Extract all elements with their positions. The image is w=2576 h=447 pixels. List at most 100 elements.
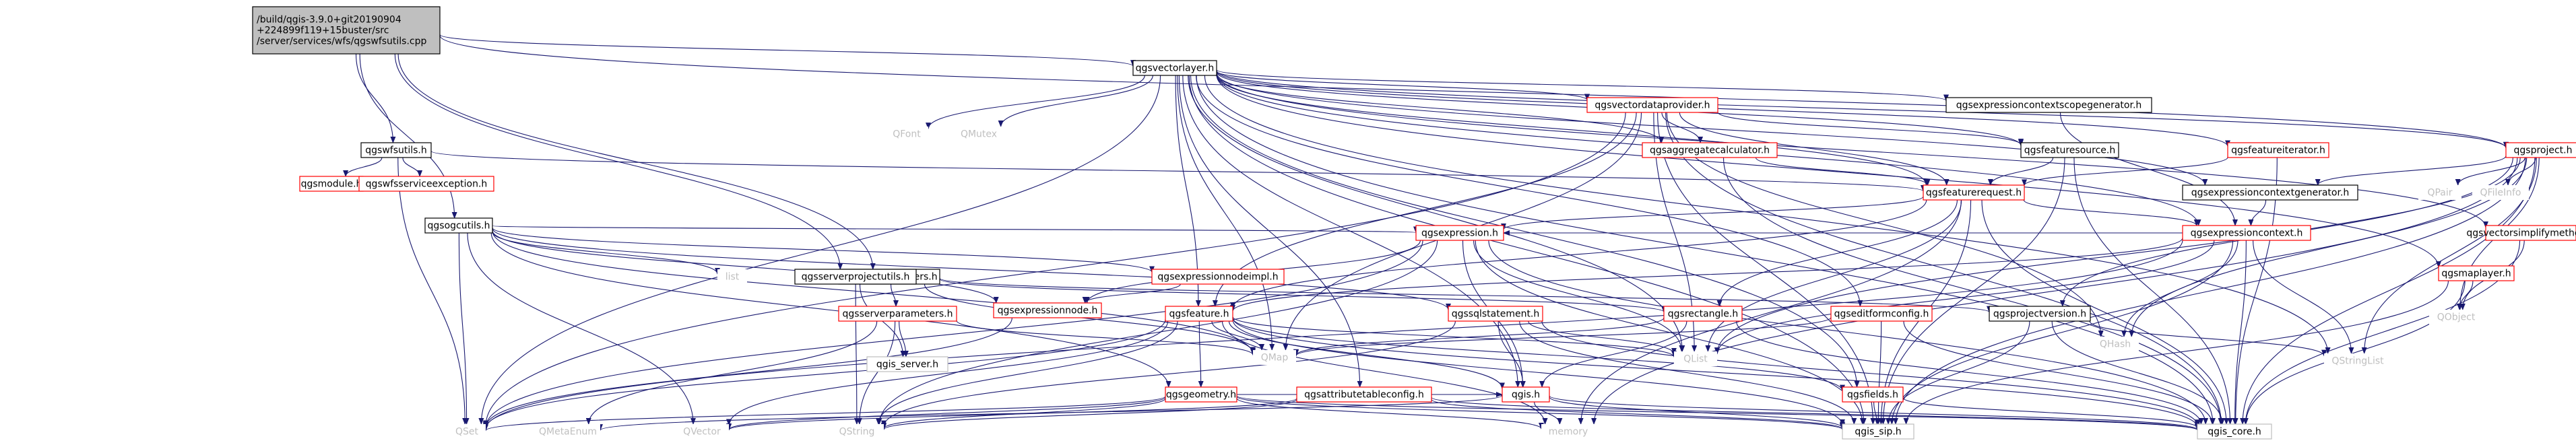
node-label-qgsogcutils: qgsogcutils.h (428, 220, 490, 231)
node-qgswfsserviceexception[interactable]: qgswfsserviceexception.h (358, 176, 494, 192)
node-label-qgsgeometry: qgsgeometry.h (1166, 389, 1236, 400)
edge-qgsproject-to-qgsexpressioncontextgenerator (2315, 156, 2507, 186)
node-label-qmap: QMap (1261, 352, 1289, 363)
edge-qgsfeaturerequest-to-qgsexpression (1501, 196, 1924, 230)
node-qgsfeaturesource[interactable]: qgsfeaturesource.h (2020, 142, 2119, 158)
edge-qgswfsutils-to-qgsfeaturerequest (430, 150, 1926, 192)
edge-qgsfeature-to-qstring (875, 320, 1178, 425)
node-qgsmodule[interactable]: qgsmodule.h (299, 176, 364, 192)
edge-qgsrectangle-to-qmap (1293, 317, 1665, 356)
node-box-qgis-server (866, 356, 948, 372)
node-qgsexpressioncontext[interactable]: qgsexpressioncontext.h (2182, 225, 2311, 241)
node-box-qgsexpressioncontextgenerator (2182, 184, 2358, 201)
node-label-qgsfeatureiterator: qgsfeatureiterator.h (2231, 145, 2325, 156)
node-box-qgsfeature (1165, 306, 1233, 322)
node-label-qfont: QFont (893, 129, 921, 139)
node-label-qgsvectorsimplifymethod: qgsvectorsimplifymethod.h (2466, 228, 2576, 238)
node-qgsfeaturerequest[interactable]: qgsfeaturerequest.h (1923, 184, 2025, 201)
edge-qgsvectorlayer-to-qlist (1188, 75, 1685, 352)
node-qgsprojectversion[interactable]: qgsprojectversion.h (1989, 306, 2091, 322)
node-box-qgsogcutils (424, 217, 493, 234)
edge-qgsfeaturesource-to-qgsfeaturerequest (1987, 157, 2054, 186)
node-label-qgsexpressioncontextgenerator: qgsexpressioncontextgenerator.h (2191, 187, 2350, 198)
node-qgsmaplayer[interactable]: qgsmaplayer.h (2438, 265, 2515, 281)
node-qobject: QObject (2429, 310, 2483, 324)
node-qgsfeature[interactable]: qgsfeature.h (1165, 306, 1233, 322)
edge-qgsfeature-to-qgsgeometry (1198, 320, 1204, 388)
node-box-qgsfields (1842, 386, 1904, 403)
node-label-qgsexpressionnode: qgsexpressionnode.h (998, 305, 1098, 316)
node-qgis-server: qgis_server.h (866, 356, 948, 372)
edge-qgsattributetableconfig-to-qgis-core (1431, 397, 2200, 431)
node-box-qgsmaplayer (2438, 265, 2515, 281)
node-qgssqlstatement[interactable]: qgssqlstatement.h (1448, 306, 1543, 322)
edge-qgsattributetableconfig-to-qstring (881, 399, 1297, 431)
node-qgsexpression[interactable]: qgsexpression.h (1415, 225, 1504, 241)
edge-qgsserverprojectutils-to-qstring (854, 283, 860, 425)
edge-qgsexpressioncontextgenerator-to-qgsexpressioncontext (2248, 199, 2267, 226)
edge-qgsmaplayer-to-qgis-sip (1903, 280, 2449, 425)
edge-qgsgeometry-to-qgis-core (1236, 395, 2200, 432)
node-box-qgis-core (2197, 423, 2272, 440)
edge-root-to-qgsproject (439, 35, 2509, 149)
edge-qgssqlstatement-to-qgis (1498, 320, 1526, 388)
node-qgsgeometry[interactable]: qgsgeometry.h (1165, 386, 1237, 403)
node-label-qgsfeaturerequest: qgsfeaturerequest.h (1926, 187, 2022, 198)
node-qgsserverparameters[interactable]: qgsserverparameters.h (838, 306, 957, 322)
edge-qgsexpressionnodeimpl-to-qgsexpressionnode (1082, 283, 1181, 304)
node-box-qgsattributetableconfig (1296, 386, 1432, 403)
node-qgis[interactable]: qgis.h (1502, 386, 1550, 403)
node-qgsfields[interactable]: qgsfields.h (1842, 386, 1904, 403)
edge-qgsfeature-to-qgis-core (1232, 317, 2200, 428)
node-label-qgseditformconfig: qgseditformconfig.h (1834, 308, 1929, 319)
edge-qgsprojectversion-to-qgis-sip (1886, 320, 2030, 425)
node-qfile-info: QFileInfo (2472, 185, 2529, 200)
node-label-qgsvectordataprovider: qgsvectordataprovider.h (1595, 100, 1710, 110)
node-qgswfsutils[interactable]: qgswfsutils.h (360, 142, 432, 158)
node-box-qgsserverparameters (838, 306, 957, 322)
node-box-qgsfeaturesource (2020, 142, 2119, 158)
edge-qgswfsutils-to-qgswfsserviceexception (402, 157, 423, 177)
node-qgsvectorsimplifymethod[interactable]: qgsvectorsimplifymethod.h (2466, 225, 2576, 241)
node-box-qmutex (955, 127, 1002, 141)
node-label-qgsattributetableconfig: qgsattributetableconfig.h (1304, 389, 1424, 400)
node-qgsaggregatecalculator[interactable]: qgsaggregatecalculator.h (1642, 142, 1778, 158)
node-box-qvector (675, 424, 729, 439)
edge-qgsexpression-to-qstring (876, 240, 1438, 425)
node-qgsexpressionnode[interactable]: qgsexpressionnode.h (993, 302, 1102, 318)
node-qgseditformconfig[interactable]: qgseditformconfig.h (1830, 306, 1933, 322)
edge-qgsgeometry-to-qset (483, 396, 1166, 432)
edge-qgsvectorlayer-to-qstring-list (1204, 75, 2331, 354)
edge-qgsvectorlayer-to-qgsfeatureiterator (1216, 71, 2230, 147)
nodes-layer: /build/qgis-3.9.0+git20190904+224899f119… (252, 6, 2576, 440)
node-box-qgsexpressioncontext (2182, 225, 2311, 241)
edge-qgsserverparameters-to-qstring (856, 320, 896, 425)
node-qgsogcutils[interactable]: qgsogcutils.h (424, 217, 493, 234)
edge-qgsvectorlayer-to-qgsvectordataprovider (1216, 71, 1590, 101)
edge-qgsfeaturerequest-to-qlist (1705, 199, 1962, 352)
edge-qgsproject-to-qgis-core (2240, 157, 2536, 425)
node-qgsattributetableconfig[interactable]: qgsattributetableconfig.h (1296, 386, 1432, 403)
node-qgsfeatureiterator[interactable]: qgsfeatureiterator.h (2227, 142, 2329, 158)
edge-root-to-qgsvectorlayer (439, 34, 1136, 67)
node-qgsexpressionnodeimpl[interactable]: qgsexpressionnodeimpl.h (1151, 269, 1285, 285)
node-qgsproject[interactable]: qgsproject.h (2505, 142, 2576, 158)
node-qgsexpressioncontextgenerator[interactable]: qgsexpressioncontextgenerator.h (2182, 184, 2358, 201)
node-qgsrectangle[interactable]: qgsrectangle.h (1663, 306, 1743, 322)
node-label-qgis-core: qgis_core.h (2208, 426, 2261, 437)
node-label-qgsexpression: qgsexpression.h (1421, 228, 1498, 238)
edge-qgsserverparameters-to-qgis-server (899, 320, 909, 357)
node-label-list: list (726, 271, 740, 282)
node-qmap: QMap (1253, 350, 1296, 365)
edge-qgsfeaturerequest-to-memory (1578, 199, 1962, 425)
node-box-qgsexpressionnodeimpl (1151, 269, 1285, 285)
node-qgsserverprojectutils[interactable]: qgsserverprojectutils.h (794, 269, 917, 285)
edge-qgsgeometry-to-qvector (726, 397, 1166, 431)
node-label-qgis-sip: qgis_sip.h (1855, 426, 1901, 437)
node-qgsexpressioncontextscopegenerator[interactable]: qgsexpressioncontextscopegenerator.h (1945, 97, 2152, 113)
node-box-memory (1541, 424, 1595, 439)
node-label-memory: memory (1549, 426, 1588, 437)
node-qgsvectorlayer[interactable]: qgsvectorlayer.h (1132, 60, 1217, 76)
node-qgsvectordataprovider[interactable]: qgsvectordataprovider.h (1586, 97, 1718, 113)
node-memory: memory (1541, 424, 1595, 439)
